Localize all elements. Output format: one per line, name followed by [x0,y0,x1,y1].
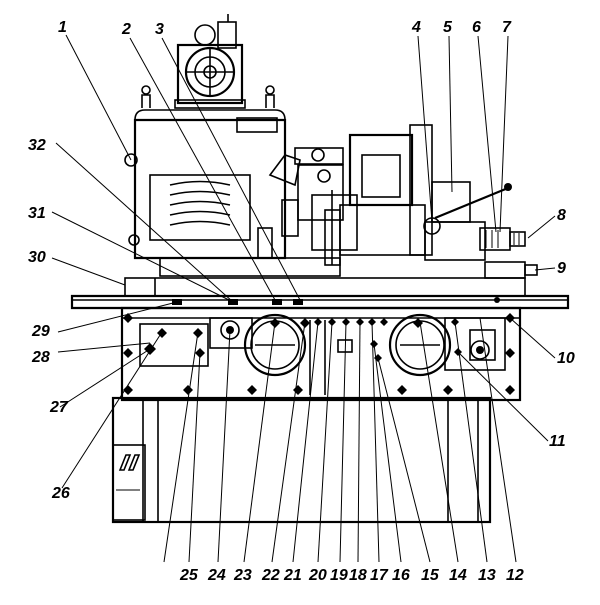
callout-26: 26 [51,485,70,502]
wheelhead-housing [124,85,341,277]
fastener-markers [123,299,515,395]
callout-30: 30 [28,249,46,266]
machine-drawing [70,14,570,524]
callout-32: 32 [28,137,46,154]
callout-14: 14 [449,567,467,584]
callout-27: 27 [49,399,69,416]
callout-18: 18 [349,567,367,584]
callout-13: 13 [478,567,496,584]
callout-8: 8 [557,207,566,224]
callout-20: 20 [308,567,327,584]
leader-lines [51,34,556,563]
callout-7: 7 [502,19,512,36]
callout-24: 24 [207,567,226,584]
callout-28: 28 [31,349,50,366]
callout-21: 21 [283,567,302,584]
callout-15: 15 [421,567,440,584]
callout-1: 1 [58,19,67,36]
callout-12: 12 [506,567,524,584]
callout-3: 3 [155,21,164,38]
callout-16: 16 [392,567,410,584]
callout-22: 22 [261,567,280,584]
machine-base [111,396,492,524]
callout-17: 17 [370,567,389,584]
callout-10: 10 [557,350,575,367]
callout-23: 23 [233,567,252,584]
callout-31: 31 [28,205,46,222]
callout-9: 9 [557,260,566,277]
callout-4: 4 [411,19,421,36]
workhead [339,124,538,303]
callout-2: 2 [121,21,131,38]
callout-labels: 1 2 3 4 5 6 7 8 9 10 11 12 13 14 15 16 1… [28,19,575,584]
callout-11: 11 [549,433,566,450]
worktable [70,277,570,310]
callout-19: 19 [330,567,348,584]
callout-5: 5 [443,19,453,36]
callout-29: 29 [31,323,50,340]
callout-25: 25 [179,567,199,584]
callout-6: 6 [472,19,481,36]
top-motor [174,14,246,109]
wheel-guard [268,147,358,266]
